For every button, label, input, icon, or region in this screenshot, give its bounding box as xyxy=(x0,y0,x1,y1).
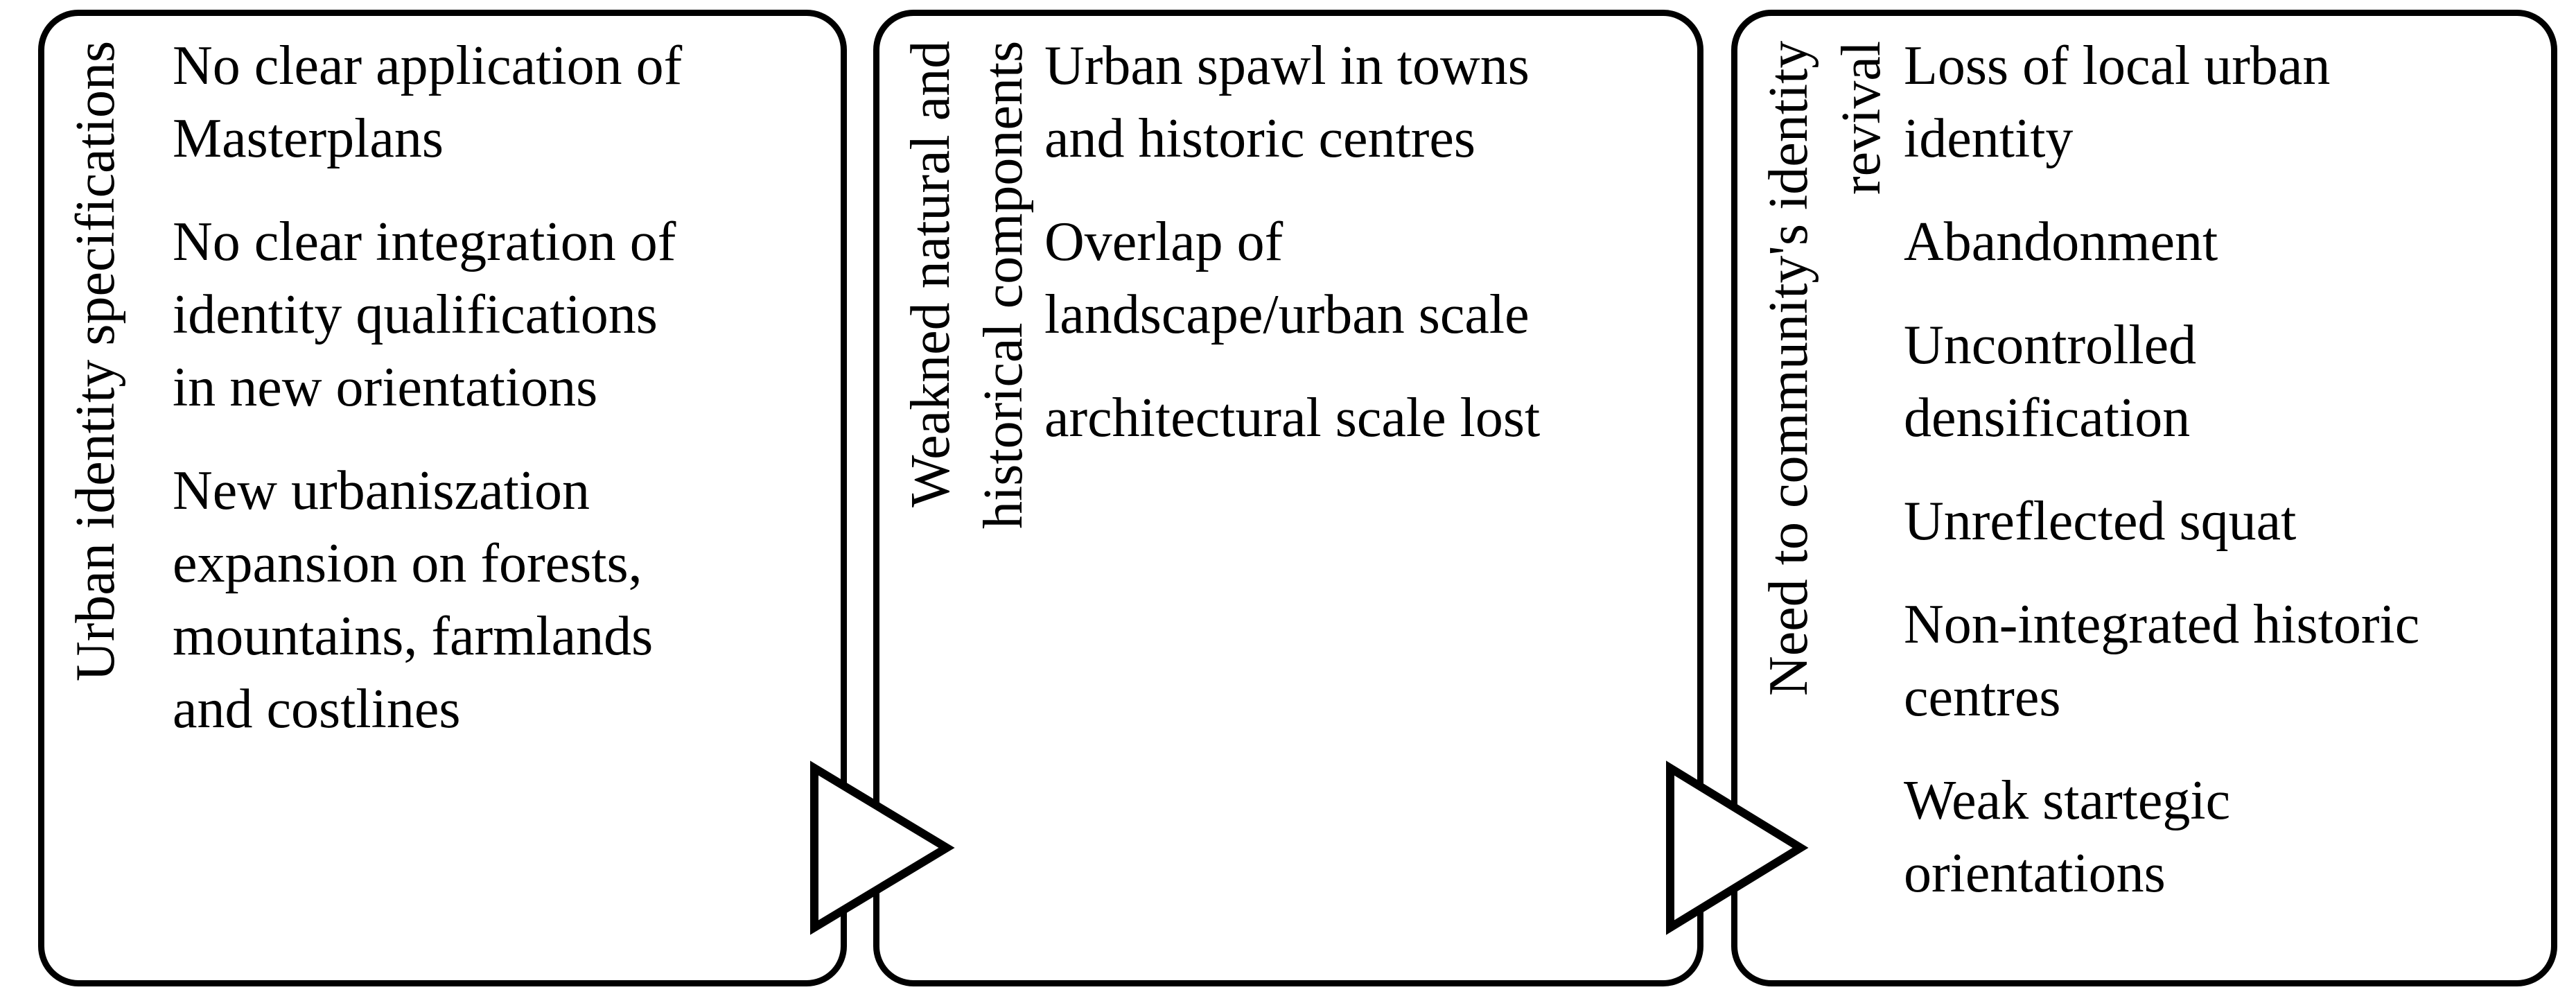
box3-rotated-label: Need to community's identity revival xyxy=(1758,41,1892,697)
stage-box-2: Weakned natural and historical component… xyxy=(873,10,1703,986)
list-item: Loss of local urban identity xyxy=(1904,35,2331,169)
list-item: Uncontrolled densification xyxy=(1904,315,2197,449)
box2-rotated-label: Weakned natural and historical component… xyxy=(900,41,1034,530)
list-item: Abandonment xyxy=(1904,211,2218,272)
stage-box-1: Urban identity specifications No clear a… xyxy=(38,10,847,986)
list-item: architectural scale lost xyxy=(1044,388,1541,449)
list-item: Weak startegic orientations xyxy=(1904,770,2231,904)
list-item: No clear application of Masterplans xyxy=(173,35,683,169)
list-item: No clear integration of identity qualifi… xyxy=(173,211,676,418)
box2-item-list: Urban spawl in towns and historic centre… xyxy=(1040,26,1686,968)
list-item: New urbaniszation expansion on forests, … xyxy=(173,460,654,740)
box1-item-list: No clear application of Masterplans No c… xyxy=(132,26,830,968)
list-item: Overlap of landscape/urban scale xyxy=(1044,211,1530,345)
box3-item-list: Loss of local urban identity Abandonment… xyxy=(1898,26,2540,968)
stage-box-3: Need to community's identity revival Los… xyxy=(1731,10,2557,986)
box1-rotated-label: Urban identity specifications xyxy=(65,41,126,682)
list-item: Non-integrated historic centres xyxy=(1904,594,2420,728)
list-item: Unreflected squat xyxy=(1904,491,2297,552)
list-item: Urban spawl in towns and historic centre… xyxy=(1044,35,1530,169)
